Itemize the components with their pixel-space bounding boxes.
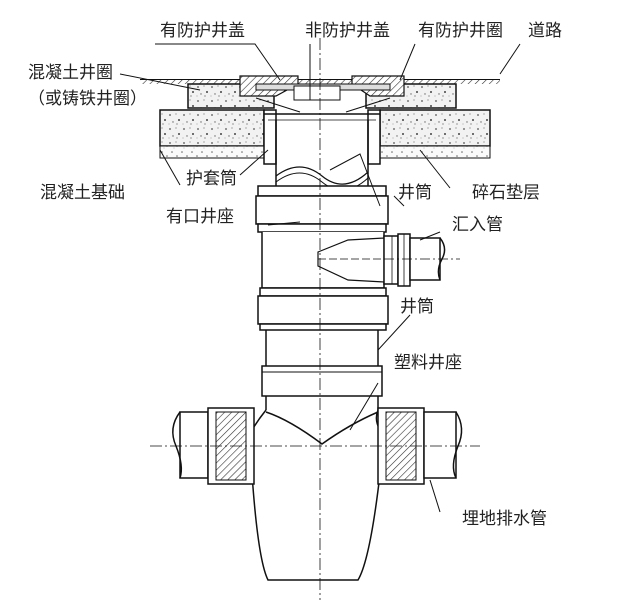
inlet-pipe xyxy=(383,233,460,287)
label-inlet-seat: 有口井座 xyxy=(166,207,234,227)
shaft-flange-upper xyxy=(255,185,389,233)
label-road: 道路 xyxy=(528,21,562,41)
label-sleeve: 护套筒 xyxy=(186,169,237,189)
plastic-seat xyxy=(251,409,381,581)
label-concrete-ring: 混凝土井圈 xyxy=(28,63,113,83)
shaft-flange-middle xyxy=(257,287,389,331)
sleeve xyxy=(263,109,381,165)
label-lower-shaft: 井筒 xyxy=(400,297,434,317)
lower-shaft xyxy=(261,330,383,410)
leader-lines xyxy=(119,43,521,513)
inlet-seat xyxy=(261,232,385,289)
label-ring-protected: 有防护井圈 xyxy=(418,21,503,41)
label-inlet-pipe: 汇入管 xyxy=(452,215,503,235)
concrete-base xyxy=(159,109,491,147)
gravel-layer xyxy=(159,145,491,159)
label-drain-pipe: 埋地排水管 xyxy=(462,509,547,529)
upper-shaft xyxy=(275,120,369,191)
center-lines xyxy=(150,38,480,600)
manhole-cover xyxy=(255,83,391,113)
labels: 有防护井盖 非防护井盖 有防护井圈 道路 混凝土井圈 （或铸铁井圈） 护套筒 混… xyxy=(28,21,562,529)
label-upper-shaft: 井筒 xyxy=(398,183,432,203)
label-concrete-base: 混凝土基础 xyxy=(40,183,125,203)
label-cover-protected: 有防护井盖 xyxy=(160,21,245,41)
label-plastic-seat: 塑料井座 xyxy=(394,353,462,373)
label-cover-unprotected: 非防护井盖 xyxy=(305,21,390,41)
label-concrete-ring-alt: （或铸铁井圈） xyxy=(28,89,147,109)
label-gravel-layer: 碎石垫层 xyxy=(472,183,540,203)
